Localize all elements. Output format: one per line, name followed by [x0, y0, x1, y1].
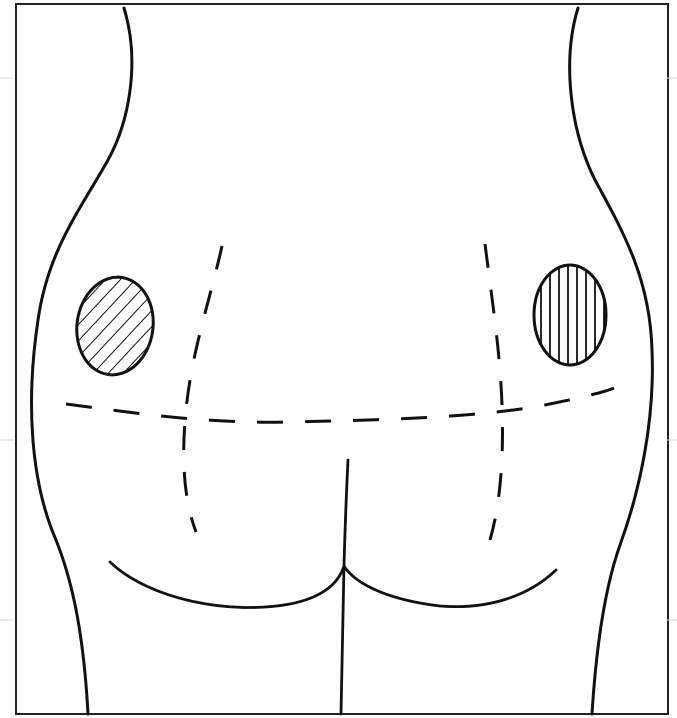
right-injection-site [534, 265, 606, 365]
